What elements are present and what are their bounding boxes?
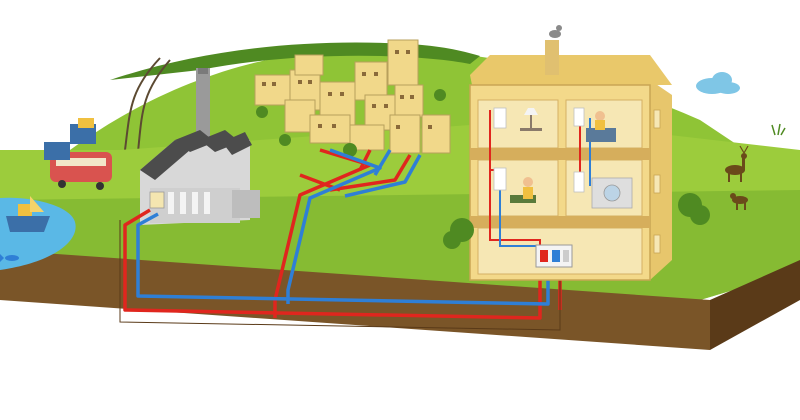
pipe-trench — [119, 220, 561, 331]
cloud-icon — [696, 72, 740, 94]
bird-icon — [549, 25, 562, 38]
house-cutaway-icon — [469, 25, 672, 281]
residential-district — [254, 39, 451, 157]
factory-icon — [140, 68, 260, 225]
soil-side-face — [710, 260, 800, 350]
fish-icon — [0, 254, 19, 262]
heat-exchanger-icon — [535, 244, 573, 268]
grass-tuft — [771, 123, 786, 136]
deer-icon-2 — [730, 193, 748, 210]
return-pipe — [136, 148, 550, 306]
person-sitting-icon — [586, 111, 616, 142]
railway-track — [124, 57, 171, 153]
washing-machine-icon — [591, 177, 633, 209]
train-icon — [44, 118, 112, 190]
person-reading-icon — [510, 177, 536, 203]
table-lamp-icon — [520, 108, 542, 131]
ship-icon — [6, 196, 50, 232]
bushes — [443, 193, 710, 249]
deer-icon — [725, 145, 749, 182]
